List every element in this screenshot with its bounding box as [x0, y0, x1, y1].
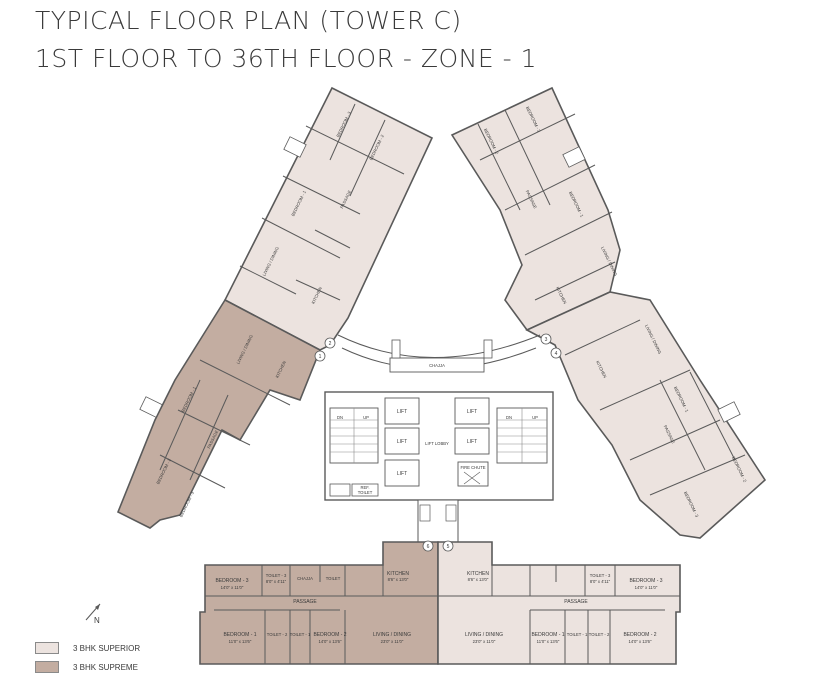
unit-6-marker — [422, 540, 434, 552]
lift-2 — [384, 427, 420, 455]
left-wing: BEDROOM - 3 BEDROOM - 2 BEDROOM - 1 LIVI… — [116, 86, 434, 529]
unit-1-marker — [314, 350, 326, 362]
bottom-right-unit-shape — [437, 541, 681, 665]
bl-bedroom3-label: BEDROOM - 3 — [215, 578, 248, 584]
bl-bedroom3-dim: 14'0" x 11'0" — [221, 585, 244, 590]
lift-3 — [384, 459, 420, 487]
bl-kitchen-dim: 8'6" x 13'0" — [388, 577, 409, 582]
unit-5-number: 5 — [447, 544, 450, 550]
legend-swatch-superior — [35, 642, 59, 654]
bl-bedroom2-label: BEDROOM - 2 — [313, 632, 346, 638]
right-wing: BEDROOM - 2 BEDROOM - 3 BEDROOM - 1 LIVI… — [450, 86, 767, 539]
unit-2-marker — [324, 337, 336, 349]
right-stair-up-label: UP — [532, 415, 538, 420]
legend-item-superior: 3 BHK SUPERIOR — [35, 642, 140, 654]
br-bedroom1-label: BEDROOM - 1 — [531, 632, 564, 638]
br-living-dim: 23'0" x 11'0" — [473, 639, 496, 644]
br-passage-label: PASSAGE — [564, 599, 588, 605]
bl-passage-label: PASSAGE — [293, 599, 317, 605]
bl-living-label: LIVING / DINING — [373, 632, 411, 638]
right-wing-lower-unit — [525, 291, 767, 539]
north-label: N — [94, 616, 100, 624]
bl-living-dim: 23'0" x 11'0" — [381, 639, 404, 644]
left-wing-upper-unit — [223, 86, 434, 351]
br-bedroom1-dim: 11'0" x 13'6" — [537, 639, 560, 644]
unit-5-marker — [442, 540, 454, 552]
lift-2-label: LIFT — [397, 439, 407, 445]
bl-chajja-label: CHAJJA — [297, 576, 313, 581]
bl-bedroom1-label: BEDROOM - 1 — [223, 632, 256, 638]
plan-title-line-1: TYPICAL FLOOR PLAN (TOWER C) — [35, 6, 462, 35]
unit-3-number: 3 — [545, 337, 548, 343]
br-bedroom3-dim: 14'0" x 11'0" — [635, 585, 658, 590]
lift-4-label: LIFT — [467, 409, 477, 415]
bl-bedroom2-dim: 14'0" x 13'6" — [319, 639, 342, 644]
north-arrow-icon: N — [85, 603, 101, 624]
br-toilet3-label: TOILET - 3 — [590, 573, 611, 578]
central-chajja-label: CHAJJA — [429, 363, 445, 368]
br-bedroom2-label: BEDROOM - 2 — [623, 632, 656, 638]
legend-label-superior: 3 BHK SUPERIOR — [73, 643, 141, 653]
fire-chute — [457, 461, 489, 487]
bl-toilet3-label: TOILET - 3 — [266, 573, 287, 578]
lift-1-label: LIFT — [397, 409, 407, 415]
br-bedroom3-label: BEDROOM - 3 — [629, 578, 662, 584]
legend-swatch-supreme — [35, 661, 59, 673]
br-living-label: LIVING / DINING — [465, 632, 503, 638]
lift-3-label: LIFT — [397, 471, 407, 477]
unit-4-number: 4 — [555, 351, 558, 357]
br-toilet2-label: TOILET - 2 — [589, 632, 610, 637]
central-chajja-link: CHAJJA — [337, 334, 541, 373]
left-stair-dn-label: DN — [337, 415, 343, 420]
ref-label: REF. — [360, 485, 369, 490]
lift-4 — [454, 397, 490, 425]
unit-4-marker — [550, 347, 562, 359]
bl-kitchen-label: KITCHEN — [387, 571, 409, 577]
bl-toilet2-label: TOILET - 2 — [267, 632, 288, 637]
plan-title-line-2: 1ST FLOOR TO 36TH FLOOR - ZONE - 1 — [35, 44, 537, 73]
ref-toilet-label: TOILET — [358, 490, 373, 495]
unit-2-number: 2 — [329, 341, 332, 347]
unit-6-number: 6 — [427, 544, 430, 550]
bottom-left-unit: BEDROOM - 3 14'0" x 11'0" TOILET - 3 8'0… — [199, 540, 439, 665]
br-toilet1-label: TOILET - 1 — [567, 632, 588, 637]
fire-chute-label: FIRE CHUTE — [460, 465, 485, 470]
lift-5 — [454, 427, 490, 455]
br-bedroom2-dim: 14'0" x 13'6" — [629, 639, 652, 644]
right-stair-dn-label: DN — [506, 415, 512, 420]
left-stair-up-label: UP — [363, 415, 369, 420]
br-kitchen-dim: 8'6" x 13'0" — [468, 577, 489, 582]
bl-bedroom1-dim: 11'0" x 13'6" — [229, 639, 252, 644]
bl-toilet3-dim: 8'0" x 4'11" — [266, 579, 287, 584]
br-toilet3-dim: 8'0" x 4'11" — [590, 579, 611, 584]
bottom-right-unit: KITCHEN 8'6" x 13'0" TOILET - 3 8'0" x 4… — [437, 540, 681, 665]
bl-toilet-label: TOILET — [326, 576, 341, 581]
unit-1-number: 1 — [319, 354, 322, 360]
bottom-left-unit-shape — [199, 541, 439, 665]
service-core: DN UP LIFT LIFT LIFT LIFT LIFT LIFT LOBB… — [324, 391, 554, 543]
br-kitchen-label: KITCHEN — [467, 571, 489, 577]
legend-item-supreme: 3 BHK SUPREME — [35, 661, 138, 673]
lift-5-label: LIFT — [467, 439, 477, 445]
legend-label-supreme: 3 BHK SUPREME — [73, 662, 138, 672]
lift-lobby-label: LIFT LOBBY — [425, 441, 449, 446]
unit-3-marker — [540, 333, 552, 345]
lift-1 — [384, 397, 420, 425]
bl-toilet1-label: TOILET - 1 — [290, 632, 311, 637]
